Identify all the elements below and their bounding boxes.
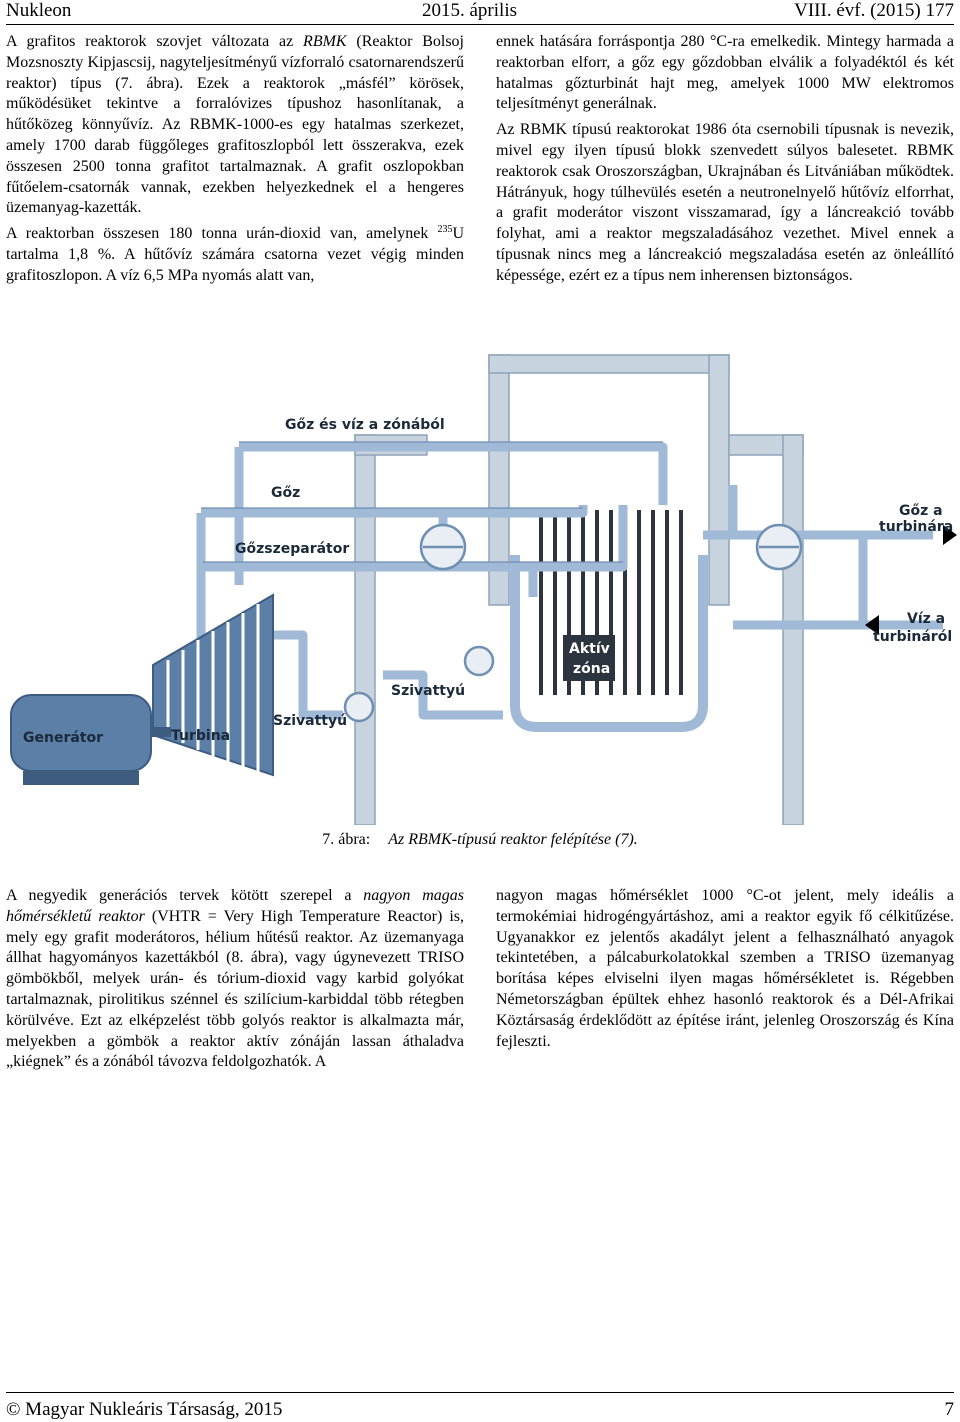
label-core-1: Aktív xyxy=(569,641,610,657)
page-header: Nukleon 2015. április VIII. évf. (2015) … xyxy=(6,0,954,25)
text-run: U tartalma 1,8 %. A hűtővíz számára csat… xyxy=(6,225,464,284)
paragraph-uranium: A reaktorban összesen 180 tonna urán-dio… xyxy=(6,224,464,286)
label-pump-2: Szivattyú xyxy=(273,713,347,729)
vhtr-italic: nagyon magas hőmérsékletű reaktor xyxy=(6,887,464,925)
pipe-edges xyxy=(201,441,663,563)
copyright: © Magyar Nukleáris Társaság, 2015 xyxy=(6,1399,283,1420)
generator xyxy=(10,694,171,785)
text-run: (VHTR = Very High Temperature Reactor) i… xyxy=(6,907,465,1071)
text-run: A grafitos reaktorok szovjet változata a… xyxy=(6,33,304,50)
label-from-turbine-2: turbináról xyxy=(873,629,952,645)
isotope-superscript: 235 xyxy=(437,224,453,236)
turbine xyxy=(152,593,274,777)
core-label-box xyxy=(563,635,615,681)
paragraph-boiling: ennek hatására forráspontja 280 °C-ra em… xyxy=(496,33,954,113)
label-to-turbine-2: turbinára xyxy=(879,519,953,535)
fuel-channels xyxy=(546,585,676,715)
paragraph-chernobyl: Az RBMK típusú reaktorokat 1986 óta cser… xyxy=(496,121,954,284)
issue-date: 2015. április xyxy=(422,0,517,21)
label-from-turbine-1: Víz a xyxy=(907,611,945,627)
text-run: (Reaktor Bolsoj Mozsnoszty Kipjascsij, n… xyxy=(6,33,464,217)
label-pump-1: Szivattyú xyxy=(391,683,465,699)
pumps xyxy=(343,645,495,723)
top-left-column: A grafitos reaktorok szovjet változata a… xyxy=(6,32,464,292)
paragraph-rbmk-intro: A grafitos reaktorok szovjet változata a… xyxy=(6,32,464,219)
journal-name: Nukleon xyxy=(6,0,72,21)
text-run: A negyedik generációs tervek kötött szer… xyxy=(6,887,364,904)
caption-text: Az RBMK-típusú reaktor felépítése (7). xyxy=(388,831,638,848)
volume-info: VIII. évf. (2015) 177 xyxy=(794,0,954,21)
page-number: 7 xyxy=(944,1399,955,1420)
label-turbine: Turbina xyxy=(171,728,230,744)
paragraph-vhtr: A negyedik generációs tervek kötött szer… xyxy=(6,886,464,1073)
paragraph-high-temperature: nagyon magas hőmérséklet 1000 °C-ot jele… xyxy=(496,887,954,1050)
text-run: A reaktorban összesen 180 tonna urán-dio… xyxy=(6,225,438,243)
label-steam: Gőz xyxy=(271,485,300,501)
rbmk-diagram: Gőz és víz a zónából Gőz Gőzszeparátor G… xyxy=(3,335,957,825)
label-separator: Gőzszeparátor xyxy=(235,541,349,557)
bottom-right-column: nagyon magas hőmérséklet 1000 °C-ot jele… xyxy=(496,886,954,1057)
label-steam-water: Gőz és víz a zónából xyxy=(285,417,445,433)
steam-separators xyxy=(419,523,803,571)
caption-number: 7. ábra: xyxy=(322,831,371,848)
figure-caption: 7. ábra: Az RBMK-típusú reaktor felépítés… xyxy=(0,830,960,850)
rbmk-italic: RBMK xyxy=(303,33,347,50)
label-to-turbine-1: Gőz a xyxy=(899,503,943,519)
page-footer: © Magyar Nukleáris Társaság, 2015 7 xyxy=(6,1392,954,1421)
label-generator: Generátor xyxy=(23,730,103,746)
reactor-vessel xyxy=(510,555,708,732)
flow-arrows xyxy=(865,525,957,635)
top-right-column: ennek hatására forráspontja 280 °C-ra em… xyxy=(496,32,954,292)
bottom-left-column: A negyedik generációs tervek kötött szer… xyxy=(6,886,464,1078)
pipework xyxy=(178,442,943,720)
label-core-2: zóna xyxy=(573,661,610,677)
